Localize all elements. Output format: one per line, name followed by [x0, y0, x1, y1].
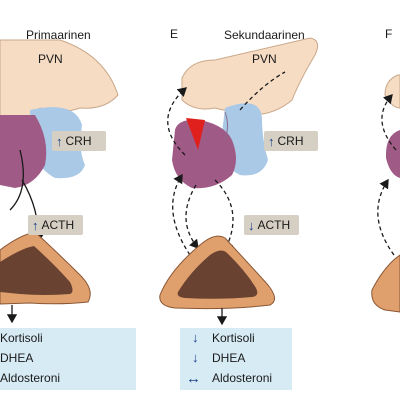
left-anterior-pituitary: [0, 115, 47, 188]
left-crh-badge: ↑ CRH: [52, 131, 106, 151]
middle-pvn-label: PVN: [252, 52, 277, 66]
up-arrow-icon: ↑: [268, 133, 275, 149]
lesion-marker: [186, 118, 205, 150]
right-adrenal: [371, 254, 400, 313]
up-arrow-icon: ↑: [56, 133, 63, 149]
middle-anterior-pituitary: [172, 119, 236, 189]
left-panel-title: Primaarinen: [26, 28, 91, 42]
middle-acth-label: ACTH: [257, 218, 291, 232]
left-panel-graphics: [0, 39, 119, 324]
left-crh-label: CRH: [65, 134, 92, 148]
left-output-cortisol: Kortisoli: [0, 331, 43, 345]
left-right-arrow-icon: ↔: [186, 370, 201, 387]
middle-hypothalamus: [181, 37, 319, 116]
middle-panel-graphics: [159, 37, 319, 326]
middle-crh-badge: ↑ CRH: [264, 131, 318, 151]
left-acth-label: ACTH: [41, 218, 75, 232]
left-pvn-label: PVN: [38, 52, 63, 66]
left-output-dhea: DHEA: [0, 351, 34, 365]
right-panel-graphics: [371, 74, 400, 313]
left-acth-badge: ↑ ACTH: [28, 215, 83, 235]
middle-output-dhea: DHEA: [212, 351, 246, 365]
right-anterior-pituitary: [385, 130, 400, 178]
left-output-box: Kortisoli DHEA Aldosteroni: [0, 328, 136, 390]
down-arrow-icon: ↓: [248, 217, 255, 233]
middle-panel-letter: E: [170, 27, 179, 41]
middle-acth-arrow: [214, 179, 234, 252]
up-arrow-icon: ↑: [32, 217, 39, 233]
down-arrow-icon: ↓: [192, 330, 199, 345]
middle-acth-badge: ↓ ACTH: [244, 215, 299, 235]
middle-crh-label: CRH: [277, 134, 304, 148]
middle-panel-title: Sekundaarinen: [224, 28, 305, 42]
down-arrow-icon: ↓: [192, 350, 199, 365]
middle-output-box: ↓ Kortisoli ↓ DHEA ↔ Aldosteroni: [180, 328, 292, 390]
right-panel-letter: F: [385, 27, 393, 41]
right-hypothalamus: [384, 74, 400, 109]
left-output-aldosterone: Aldosteroni: [0, 371, 61, 385]
middle-output-aldosterone: Aldosteroni: [212, 371, 273, 385]
middle-output-cortisol: Kortisoli: [212, 331, 255, 345]
